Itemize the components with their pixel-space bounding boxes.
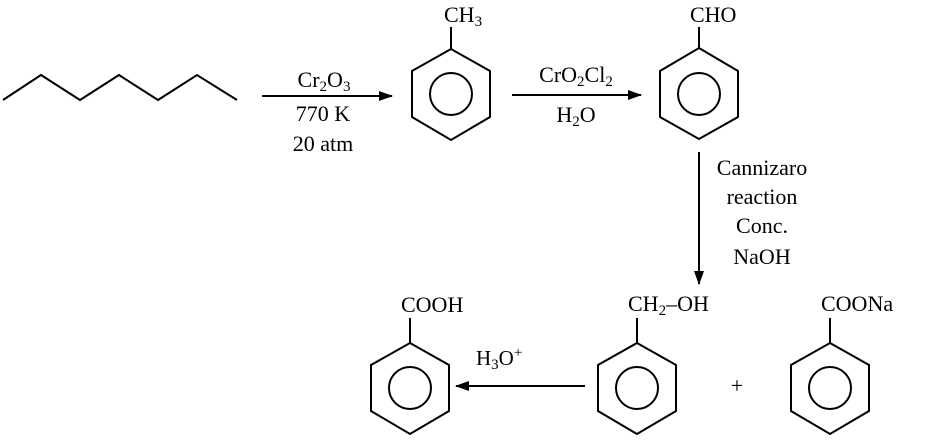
benzoic-acid-label: COOH: [401, 292, 464, 317]
step1-temperature: 770 K: [295, 101, 351, 126]
sodium-benzoate-aromatic-circle: [808, 366, 852, 410]
benzaldehyde-ring: [659, 46, 739, 141]
sodium-benzoate-molecule: [790, 318, 870, 436]
toluene-methyl-label: CH3: [444, 2, 483, 30]
step2-reagent: CrO2Cl2: [539, 62, 613, 90]
benzaldehyde-cho-label: CHO: [690, 2, 737, 27]
step3-line4: NaOH: [733, 244, 791, 269]
step1-reagent: Cr2O3: [297, 67, 351, 95]
sodium-benzoate-label: COONa: [821, 291, 894, 316]
benzoic-acid-aromatic-circle: [388, 366, 432, 410]
step3-line2: reaction: [726, 184, 798, 209]
plus-sign: +: [730, 373, 744, 398]
benzoic-acid-ring: [370, 341, 450, 436]
step2-solvent: H2O: [556, 102, 596, 130]
sodium-benzoate-ring: [790, 341, 870, 436]
step3-line1: Cannizaro: [716, 155, 808, 180]
step4-reagent: H3O+: [476, 345, 523, 373]
benzyl-alcohol-label: CH2–OH: [628, 291, 709, 319]
benzyl-alcohol-molecule: [597, 318, 677, 436]
toluene-molecule: [411, 27, 491, 142]
benzyl-alcohol-ring: [597, 341, 677, 436]
benzyl-alcohol-aromatic-circle: [615, 366, 659, 410]
heptane-skeleton: [2, 73, 238, 102]
benzaldehyde-molecule: [659, 27, 739, 141]
step3-line3: Conc.: [736, 213, 788, 238]
step1-pressure: 20 atm: [292, 131, 354, 156]
toluene-ring: [411, 47, 491, 142]
benzaldehyde-aromatic-circle: [677, 72, 721, 116]
toluene-aromatic-circle: [429, 72, 473, 116]
benzoic-acid-molecule: [370, 318, 450, 436]
